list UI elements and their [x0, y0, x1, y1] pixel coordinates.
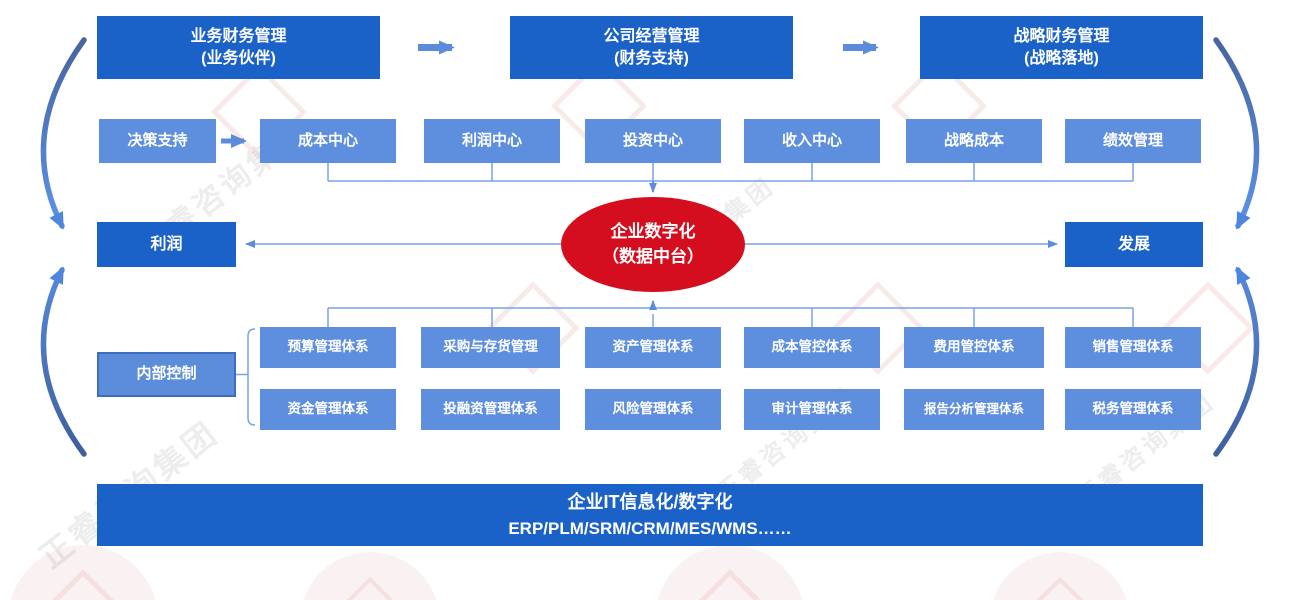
- node-revenue-center: 收入中心: [744, 119, 880, 163]
- node-label: 战略成本: [943, 131, 1004, 149]
- node-label: 收入中心: [781, 131, 842, 149]
- node-report-analysis-system: 报告分析管理体系: [904, 389, 1044, 430]
- hub-enterprise-digitalization: 企业数字化 （数据中台）: [561, 197, 745, 292]
- node-label: 销售管理体系: [1092, 339, 1174, 355]
- node-investment-financing-system: 投融资管理体系: [421, 389, 560, 430]
- internal-control-bracket: [236, 328, 256, 426]
- node-decision-support: 决策支持: [99, 119, 216, 163]
- node-internal-control: 内部控制: [97, 352, 236, 397]
- node-investment-center: 投资中心: [585, 119, 721, 163]
- it-infrastructure-bar: 企业IT信息化/数字化 ERP/PLM/SRM/CRM/MES/WMS……: [97, 484, 1203, 546]
- node-expense-control-system: 费用管控体系: [904, 327, 1044, 368]
- node-performance-mgmt: 绩效管理: [1065, 119, 1201, 163]
- hub-subtitle: （数据中台）: [602, 246, 704, 266]
- node-sales-system: 销售管理体系: [1065, 327, 1201, 368]
- node-profit-center: 利润中心: [424, 119, 560, 163]
- node-capital-system: 资金管理体系: [260, 389, 396, 430]
- curved-side-arrows: [40, 37, 1260, 457]
- node-label: 成本管控体系: [771, 339, 853, 355]
- node-label: 资产管理体系: [612, 339, 694, 355]
- node-label: 税务管理体系: [1092, 401, 1174, 417]
- node-title: 公司经营管理: [603, 27, 700, 45]
- curved-arrow-left-top-icon: [40, 37, 87, 230]
- node-tax-system: 税务管理体系: [1065, 389, 1201, 430]
- node-risk-system: 风险管理体系: [585, 389, 721, 430]
- node-budget-system: 预算管理体系: [260, 327, 396, 368]
- node-procurement-inventory: 采购与存货管理: [421, 327, 560, 368]
- node-label: 预算管理体系: [287, 339, 369, 355]
- curved-arrow-right-top-icon: [1213, 37, 1260, 230]
- node-label: 成本中心: [297, 131, 358, 149]
- node-development: 发展: [1065, 222, 1203, 267]
- node-business-finance: 业务财务管理 (业务伙伴): [97, 16, 380, 79]
- curved-arrow-right-bottom-icon: [1213, 266, 1260, 457]
- upper-connector-lines: [327, 163, 1134, 182]
- hub-title: 企业数字化: [610, 221, 696, 241]
- node-audit-system: 审计管理体系: [744, 389, 880, 430]
- node-label: 内部控制: [136, 365, 197, 383]
- node-label: 资金管理体系: [287, 401, 369, 417]
- node-profit: 利润: [97, 222, 236, 267]
- node-label: 采购与存货管理: [443, 339, 538, 355]
- node-asset-system: 资产管理体系: [585, 327, 721, 368]
- lower-connector-lines: [327, 307, 1134, 327]
- node-cost-center: 成本中心: [260, 119, 396, 163]
- curved-arrow-left-bottom-icon: [40, 266, 87, 457]
- node-label: 报告分析管理体系: [923, 402, 1024, 417]
- node-label: 决策支持: [127, 131, 188, 149]
- node-subtitle: (财务支持): [614, 49, 689, 67]
- node-subtitle: (业务伙伴): [201, 49, 276, 67]
- node-label: 绩效管理: [1102, 131, 1163, 149]
- node-label: 投资中心: [622, 131, 683, 149]
- node-strategic-cost: 战略成本: [906, 119, 1042, 163]
- node-label: 利润中心: [461, 131, 522, 149]
- node-label: 审计管理体系: [771, 401, 853, 417]
- node-label: 投融资管理体系: [443, 401, 538, 417]
- node-label: 风险管理体系: [612, 401, 694, 417]
- node-label: 发展: [1117, 235, 1150, 253]
- node-title: 业务财务管理: [190, 27, 287, 45]
- it-bar-systems: ERP/PLM/SRM/CRM/MES/WMS……: [508, 518, 792, 538]
- node-label: 利润: [150, 235, 183, 253]
- node-cost-control-system: 成本管控体系: [744, 327, 880, 368]
- node-company-operation: 公司经营管理 (财务支持): [510, 16, 793, 79]
- it-bar-title: 企业IT信息化/数字化: [567, 491, 733, 512]
- node-label: 费用管控体系: [933, 339, 1015, 355]
- node-title: 战略财务管理: [1013, 27, 1110, 45]
- node-subtitle: (战略落地): [1024, 49, 1099, 67]
- node-strategic-finance: 战略财务管理 (战略落地): [920, 16, 1203, 79]
